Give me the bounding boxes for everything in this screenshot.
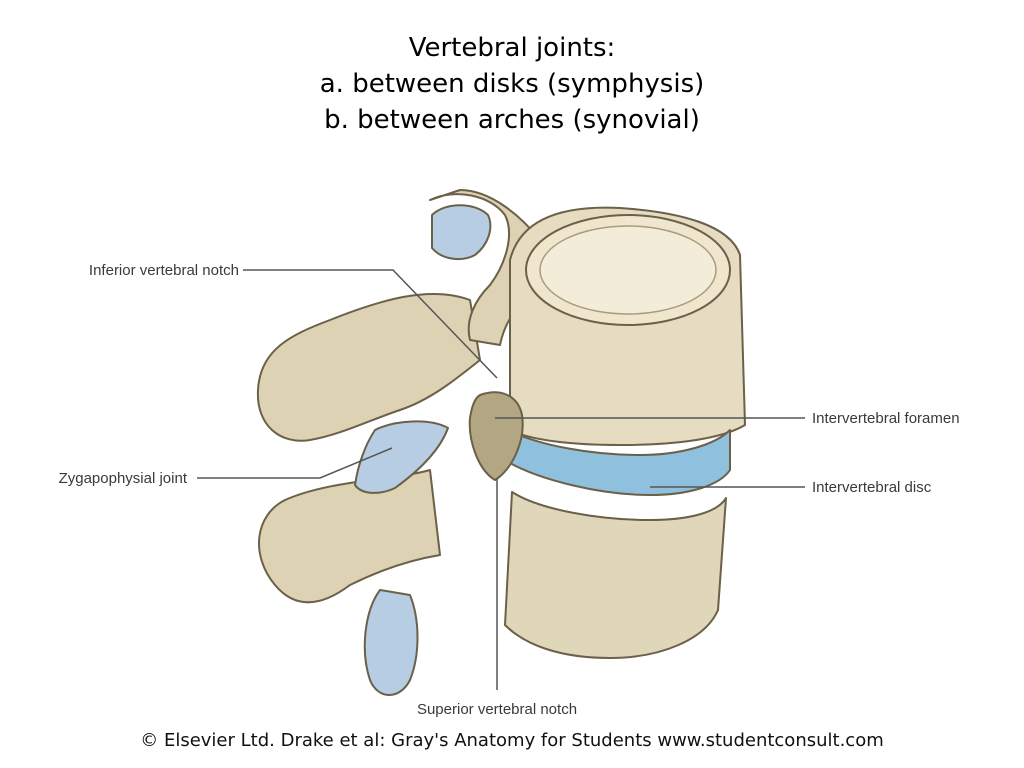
lower-vertebral-body — [504, 491, 727, 659]
label-intervertebral-disc: Intervertebral disc — [812, 479, 932, 496]
zygapophysial-joint-surface — [354, 420, 449, 494]
label-zygapophysial-joint: Zygapophysial joint — [59, 470, 188, 487]
copyright-credit: © Elsevier Ltd. Drake et al: Gray's Anat… — [140, 730, 884, 751]
label-superior-vertebral-notch: Superior vertebral notch — [417, 701, 577, 718]
label-intervertebral-foramen: Intervertebral foramen — [812, 410, 960, 427]
label-inferior-vertebral-notch: Inferior vertebral notch — [89, 262, 239, 279]
foramen-shadow — [468, 391, 524, 481]
upper-posterior-process — [256, 292, 481, 442]
leader-lines — [197, 269, 805, 690]
title-line-1: Vertebral joints: — [408, 33, 616, 63]
diagram-labels: Inferior vertebral notch Zygapophysial j… — [59, 262, 960, 718]
intervertebral-disc-band — [507, 429, 731, 496]
leader-inferior-notch — [243, 269, 498, 379]
title-line-2: a. between disks (symphysis) — [319, 69, 705, 99]
leader-zygapophysial — [197, 447, 393, 479]
lower-posterior-process — [258, 469, 441, 604]
title-line-3: b. between arches (synovial) — [324, 105, 700, 135]
slide-title: Vertebral joints: a. between disks (symp… — [0, 30, 1024, 138]
lower-articular-facet — [363, 589, 419, 696]
upper-body-endplate — [539, 225, 717, 315]
vertebra-drawing — [256, 189, 746, 696]
superior-articular-facet — [431, 204, 492, 261]
